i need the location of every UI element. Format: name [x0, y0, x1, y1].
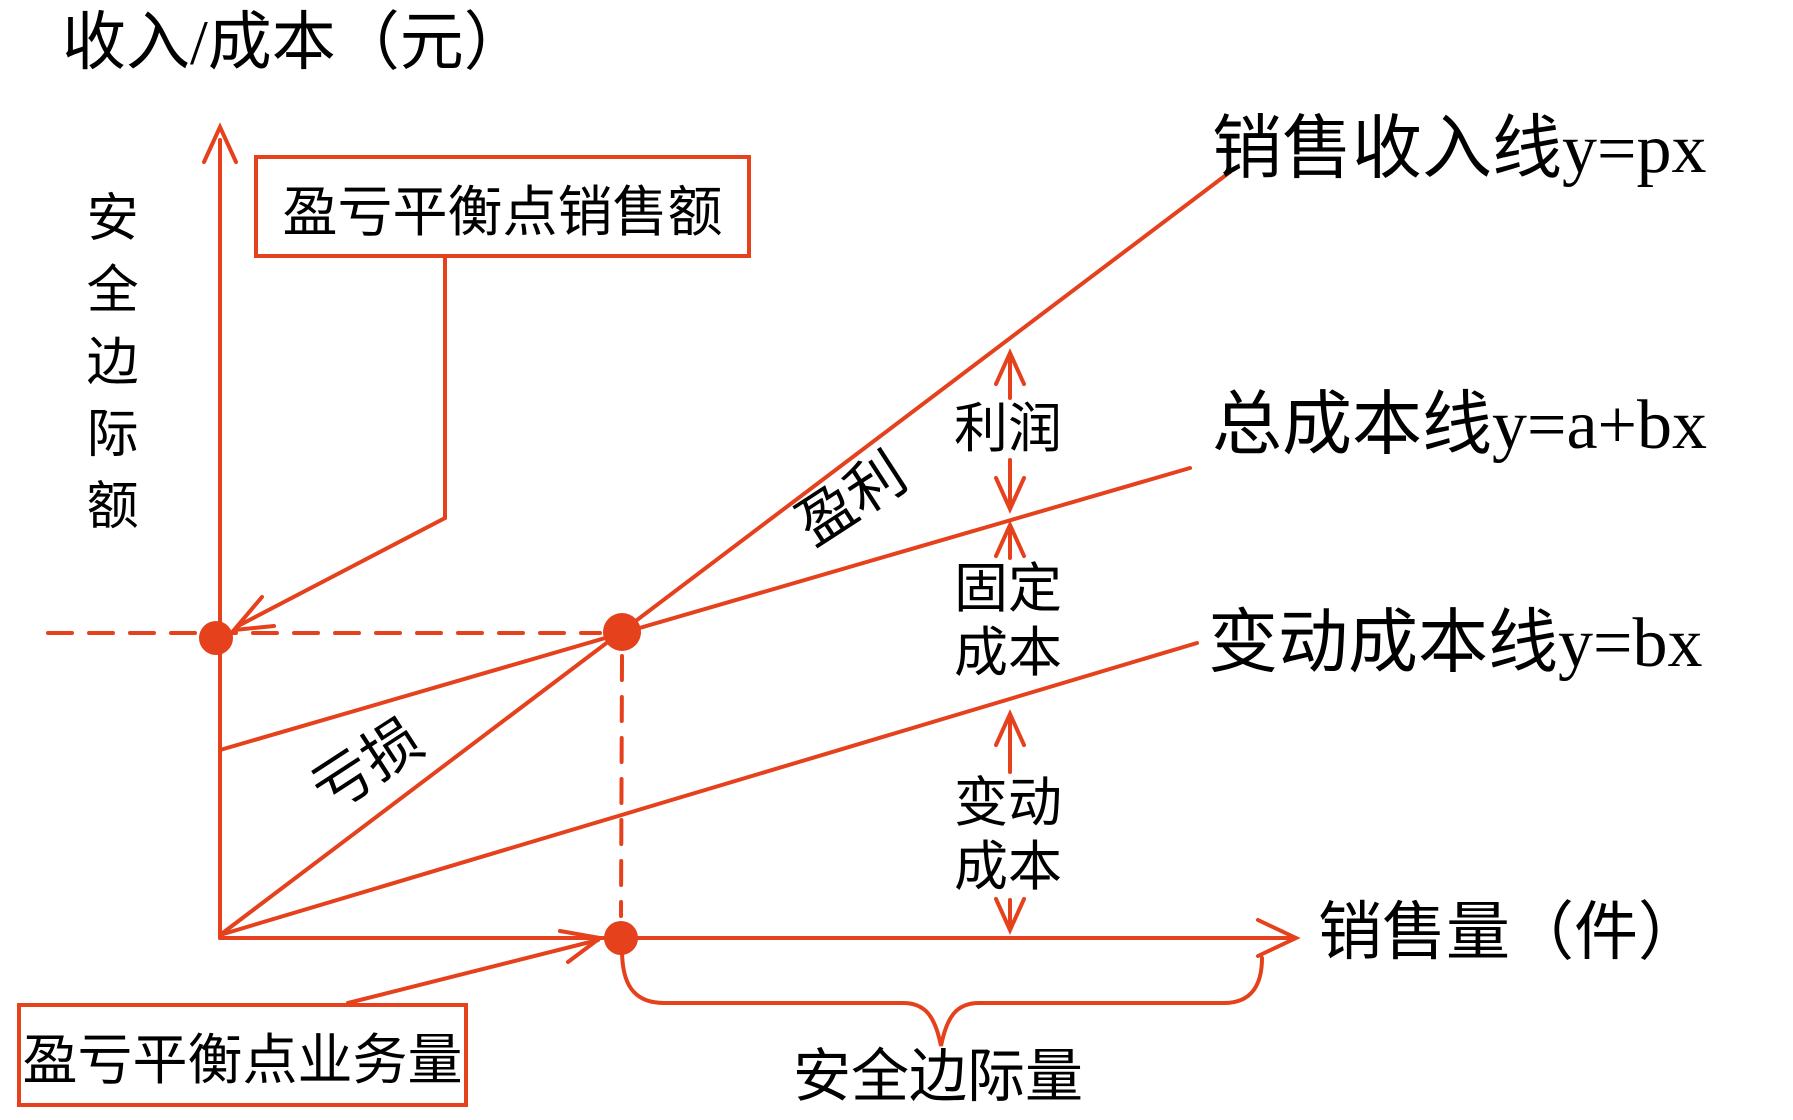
variable-cost-line-label: 变动成本线y=bx — [1208, 605, 1703, 682]
x-axis-arrowhead-icon — [1256, 918, 1301, 958]
safety-margin-brace-icon — [620, 948, 1264, 1047]
bep-volume-leader-arrowhead-icon — [558, 929, 605, 964]
bep-sales-leader — [236, 256, 447, 628]
bep-volume-leader — [346, 938, 600, 1005]
break-even-volume-callout-text: 盈亏平衡点业务量 — [22, 1030, 463, 1091]
profit-arrow-bottom-icon — [994, 476, 1026, 514]
break-even-volume-callout: 盈亏平衡点业务量 — [17, 1003, 468, 1107]
safety-margin-amount-label: 安全边际额 — [78, 190, 136, 550]
total-cost-line-label: 总成本线y=a+bx — [1212, 387, 1708, 464]
revenue-line-label: 销售收入线y=px — [1212, 111, 1707, 188]
variable-cost-measure-label-line2: 成本 — [954, 837, 1062, 897]
revenue-line — [218, 170, 1232, 937]
break-even-sales-callout: 盈亏平衡点销售额 — [254, 155, 751, 258]
y-axis-title: 收入/成本（元） — [62, 7, 528, 78]
break-even-sales-dot — [199, 621, 233, 655]
safety-margin-quantity-label: 安全边际量 — [793, 1044, 1084, 1109]
profit-measure-label: 利润 — [954, 399, 1062, 459]
variable-cost-line — [218, 641, 1199, 937]
fixed-cost-measure-label-line1: 固定 — [954, 559, 1062, 619]
variable-cost-measure-label-line1: 变动 — [954, 773, 1062, 833]
variable-cost-arrow-bottom-icon — [994, 897, 1026, 935]
break-even-sales-callout-text: 盈亏平衡点销售额 — [282, 181, 723, 243]
x-axis-title: 销售量（件） — [1318, 897, 1702, 968]
break-even-point-dot — [603, 613, 641, 651]
y-axis-arrowhead-icon — [202, 122, 238, 164]
bep-sales-leader-arrowhead-icon — [229, 595, 276, 633]
break-even-dashed-vertical — [619, 654, 624, 918]
total-cost-line — [218, 466, 1192, 752]
fixed-cost-measure-label-line2: 成本 — [954, 623, 1062, 683]
break-even-volume-dot — [604, 921, 638, 955]
